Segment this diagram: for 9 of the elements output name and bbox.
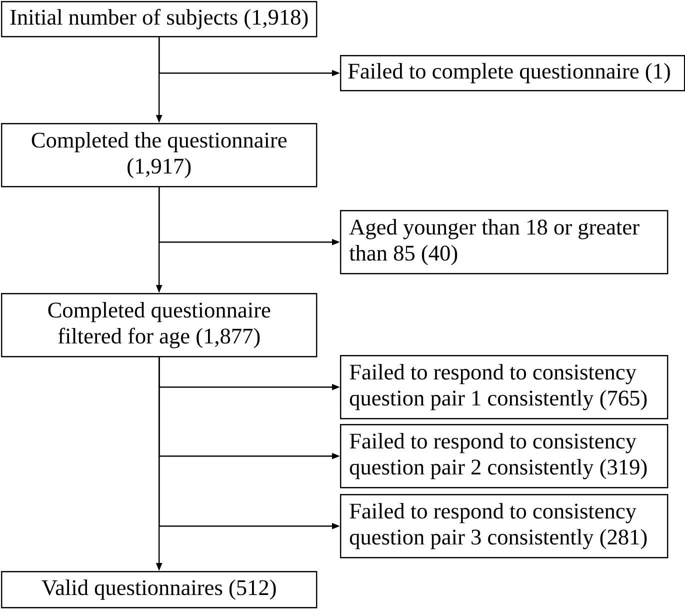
process-box: Initial number of subjects (1,918) [1,1,318,38]
process-box: Completed the questionnaire (1,917) [1,123,318,188]
process-box: Failed to respond to consistency question pair 3 consistently (281) [340,494,668,558]
process-box: Failed to complete questionnaire (1) [340,55,685,92]
process-box: Valid questionnaires (512) [1,571,318,608]
process-box: Failed to respond to consistency question pair 1 consistently (765) [340,355,668,420]
process-box: Aged younger than 18 or greater than 85 (40) [340,210,668,274]
process-box: Failed to respond to consistency question pair 2 consistently (319) [340,424,668,488]
process-box: Completed questionnaire filtered for age (1,877) [1,293,318,358]
